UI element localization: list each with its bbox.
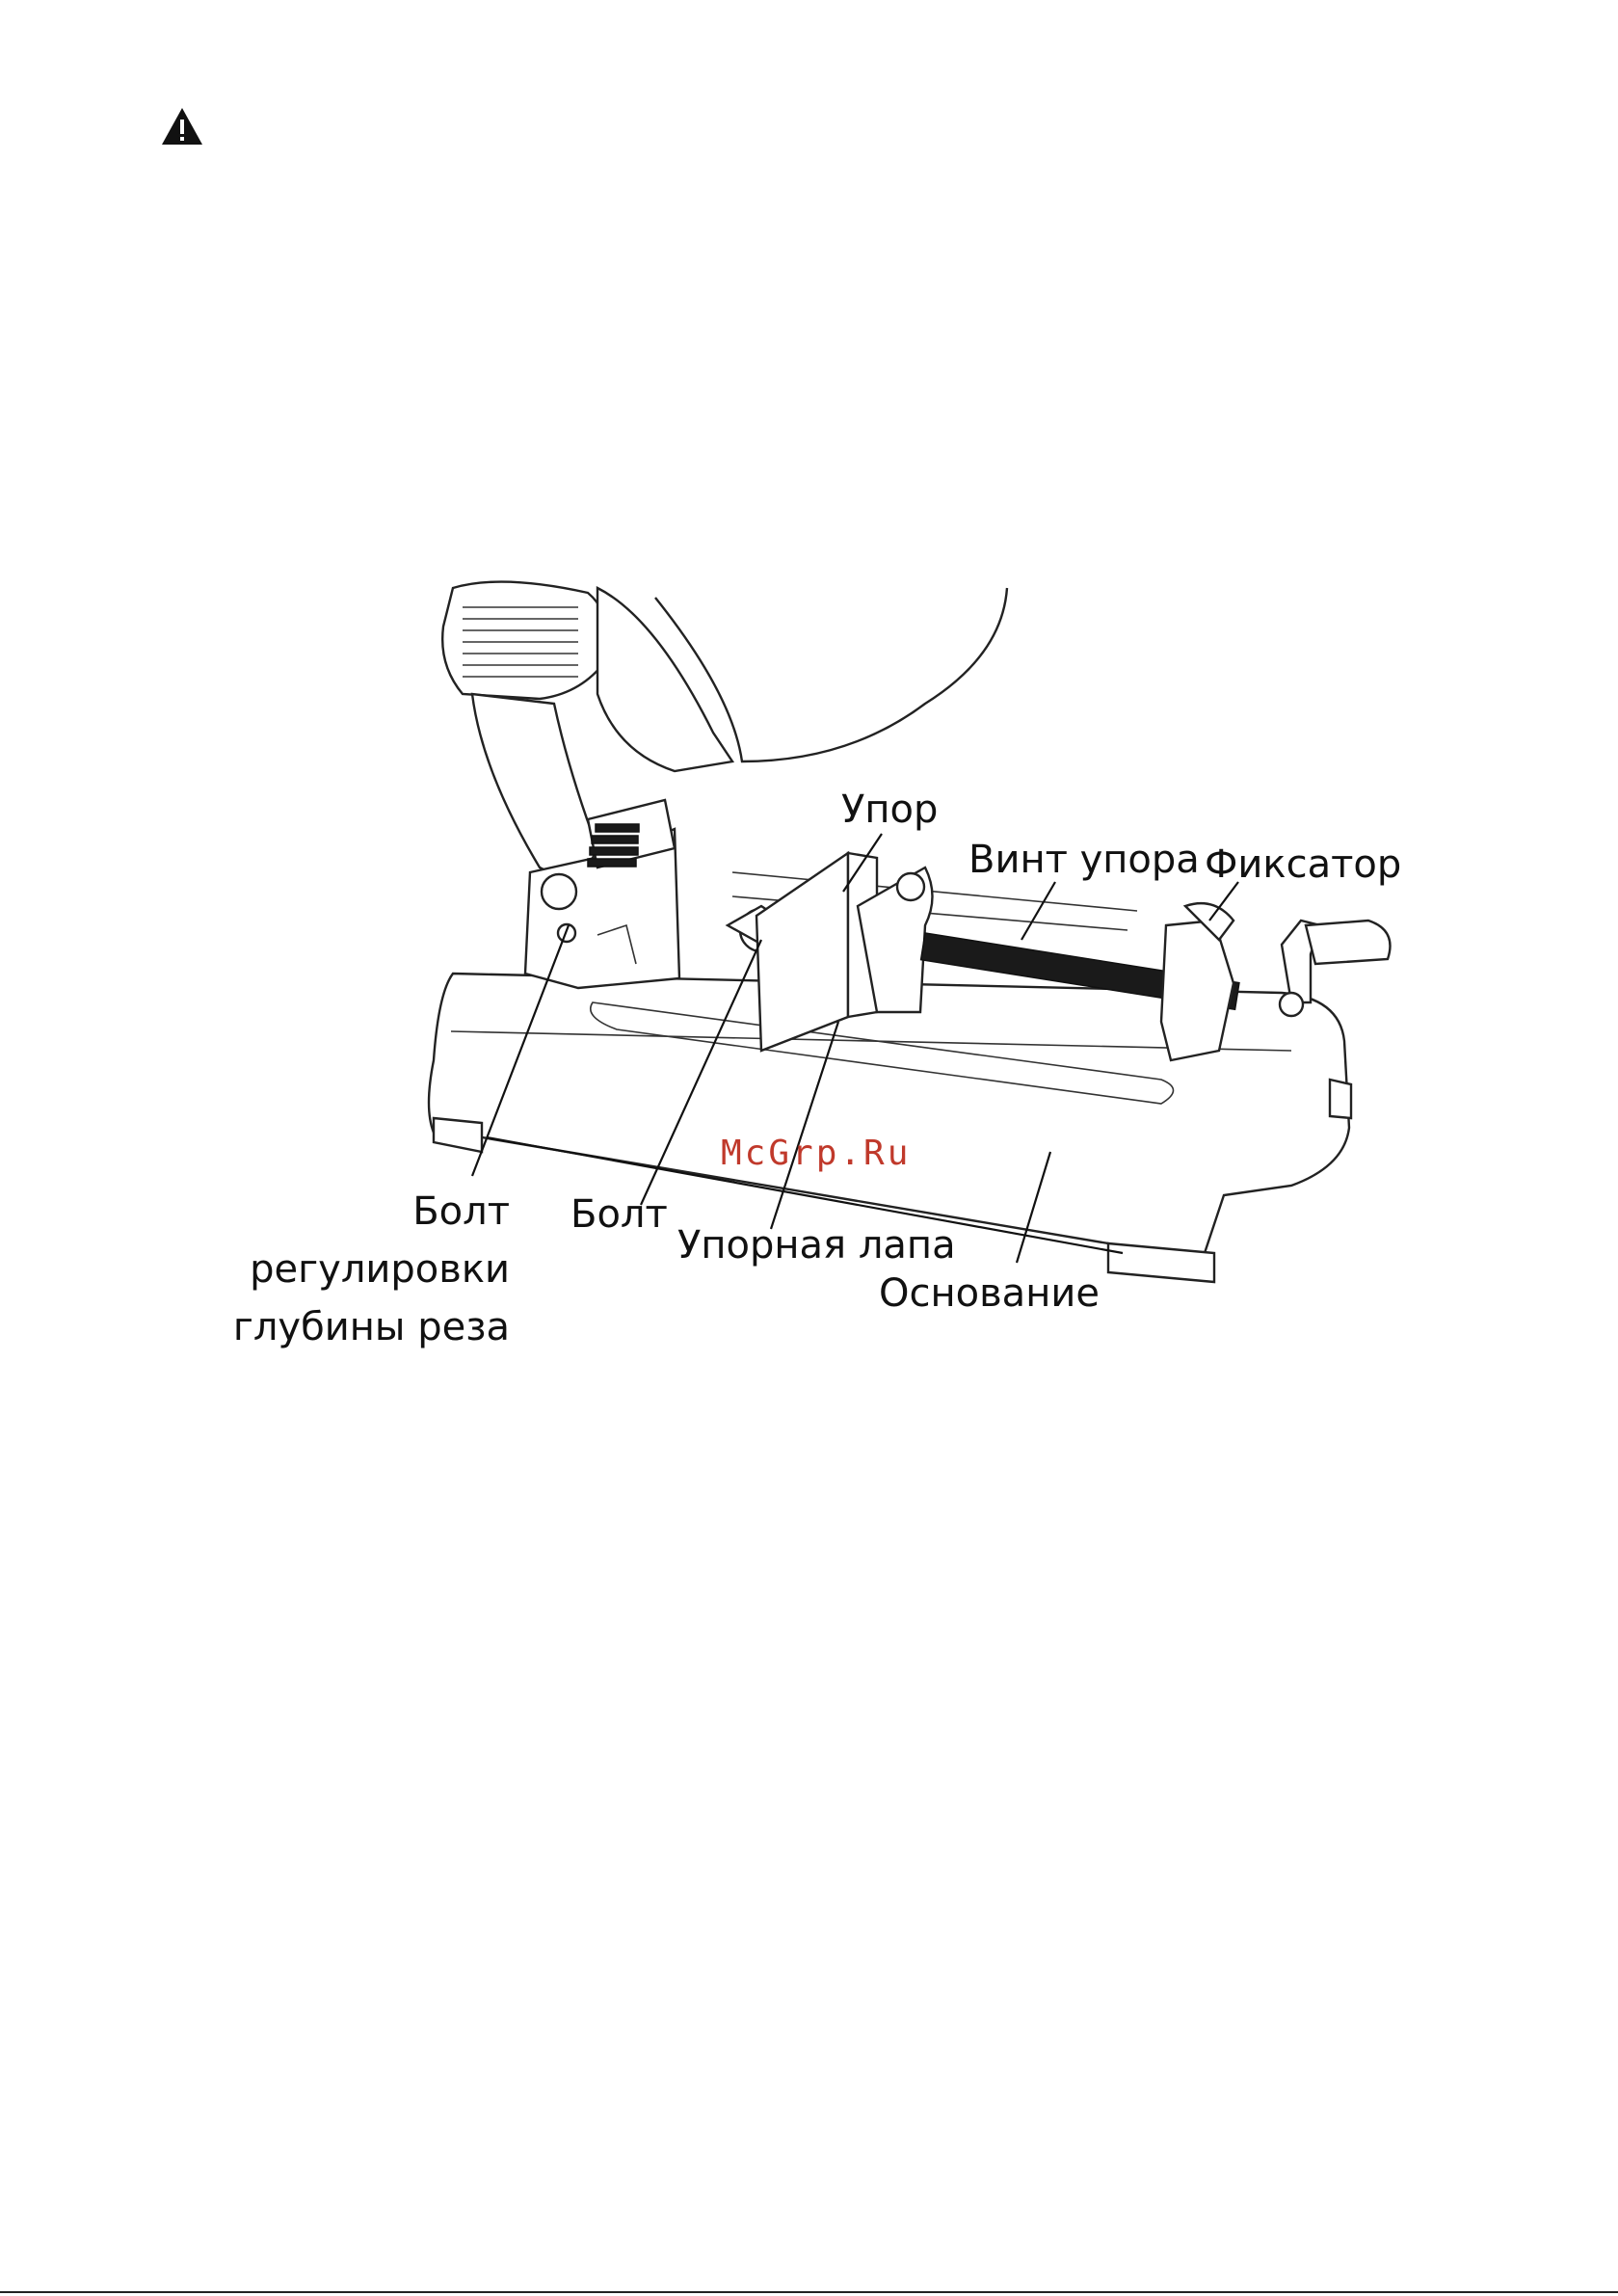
label-osnovanie: Основание — [879, 1271, 1100, 1316]
label-fiksator: Фиксатор — [1205, 842, 1401, 887]
label-vint-upora: Винт упора — [968, 838, 1200, 882]
label-bolt-regulirovki-line1: Болт — [412, 1189, 510, 1234]
label-upornaya-lapa: Упорная лапа — [677, 1223, 956, 1268]
watermark: McGrp.Ru — [721, 1134, 911, 1173]
label-bolt-regulirovki-line2: регулировки — [250, 1247, 510, 1292]
label-bolt-regulirovki-line3: глубины реза — [233, 1305, 510, 1349]
page-bottom-rule — [0, 2291, 1618, 2293]
motor-housing — [442, 582, 1007, 887]
label-bolt: Болт — [570, 1192, 668, 1237]
label-upor: Упор — [841, 788, 938, 832]
